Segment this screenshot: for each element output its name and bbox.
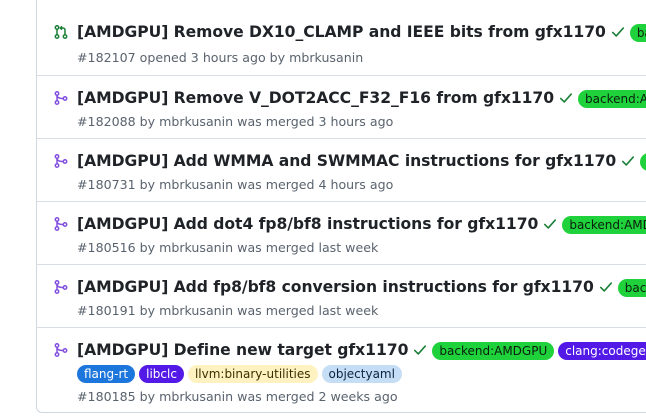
pr-merged-icon (53, 279, 69, 295)
check-success-icon[interactable] (621, 154, 635, 168)
label-badge[interactable]: libclc (139, 365, 184, 383)
label-badge[interactable]: backend:AMDGPU (432, 342, 555, 360)
pr-labels: backend:AMDGPU (629, 22, 646, 42)
pr-title-link[interactable]: [AMDGPU] Add WMMA and SWMMAC instruction… (77, 152, 617, 170)
pr-title-link[interactable]: [AMDGPU] Add fp8/bf8 conversion instruct… (77, 278, 594, 296)
pr-row[interactable]: [AMDGPU] Remove DX10_CLAMP and IEEE bits… (37, 0, 646, 75)
pr-meta: #182107 opened 3 hours ago by mbrkusanin (77, 50, 364, 65)
pull-request-list: [AMDGPU] Remove DX10_CLAMP and IEEE bits… (36, 0, 646, 413)
pr-merged-icon (53, 153, 69, 169)
pr-open-icon (53, 24, 69, 40)
pr-title-link[interactable]: [AMDGPU] Remove V_DOT2ACC_F32_F16 from g… (77, 89, 555, 107)
pr-merged-icon (53, 90, 69, 106)
pr-row[interactable]: [AMDGPU] Define new target gfx1170 backe… (37, 327, 646, 412)
pr-meta: #182088 by mbrkusanin was merged 3 hours… (77, 114, 394, 129)
label-badge[interactable]: flang-rt (77, 365, 136, 383)
pr-row[interactable]: [AMDGPU] Add dot4 fp8/bf8 instructions f… (37, 201, 646, 264)
label-badge[interactable]: backend:AMDGPU (617, 279, 646, 297)
check-success-icon[interactable] (611, 25, 625, 39)
pr-labels: backend:AMDGPU (578, 88, 646, 108)
pr-meta: #180185 by mbrkusanin was merged 2 weeks… (77, 389, 398, 404)
pr-labels: backend:AMDGPU (562, 214, 646, 234)
pr-labels: backend:AMDGPU (640, 151, 646, 171)
label-badge[interactable]: backend:AMDGPU (640, 153, 646, 171)
pr-row[interactable]: [AMDGPU] Add fp8/bf8 conversion instruct… (37, 264, 646, 327)
pr-meta: #180516 by mbrkusanin was merged last we… (77, 240, 379, 255)
pr-title-link[interactable]: [AMDGPU] Define new target gfx1170 (77, 341, 409, 359)
label-badge[interactable]: objectyaml (321, 365, 402, 383)
check-success-icon[interactable] (413, 343, 427, 357)
pr-title-link[interactable]: [AMDGPU] Remove DX10_CLAMP and IEEE bits… (77, 23, 606, 41)
pr-meta: #180731 by mbrkusanin was merged 4 hours… (77, 177, 394, 192)
pr-merged-icon (53, 216, 69, 232)
check-success-icon[interactable] (599, 280, 613, 294)
check-success-icon[interactable] (543, 217, 557, 231)
label-badge[interactable]: backend:AMDGPU (562, 216, 646, 234)
check-success-icon[interactable] (559, 91, 573, 105)
pr-meta: #180191 by mbrkusanin was merged last we… (77, 303, 379, 318)
pr-row[interactable]: [AMDGPU] Remove V_DOT2ACC_F32_F16 from g… (37, 75, 646, 138)
label-badge[interactable]: backend:AMDGPU (629, 24, 646, 42)
pr-merged-icon (53, 342, 69, 358)
pr-row[interactable]: [AMDGPU] Add WMMA and SWMMAC instruction… (37, 138, 646, 201)
label-badge[interactable]: llvm:binary-utilities (187, 365, 318, 383)
pr-title-link[interactable]: [AMDGPU] Add dot4 fp8/bf8 instructions f… (77, 215, 539, 233)
label-badge[interactable]: backend:AMDGPU (578, 90, 646, 108)
label-badge[interactable]: clang:codegen (558, 342, 646, 360)
pr-labels: backend:AMDGPU (617, 277, 646, 297)
